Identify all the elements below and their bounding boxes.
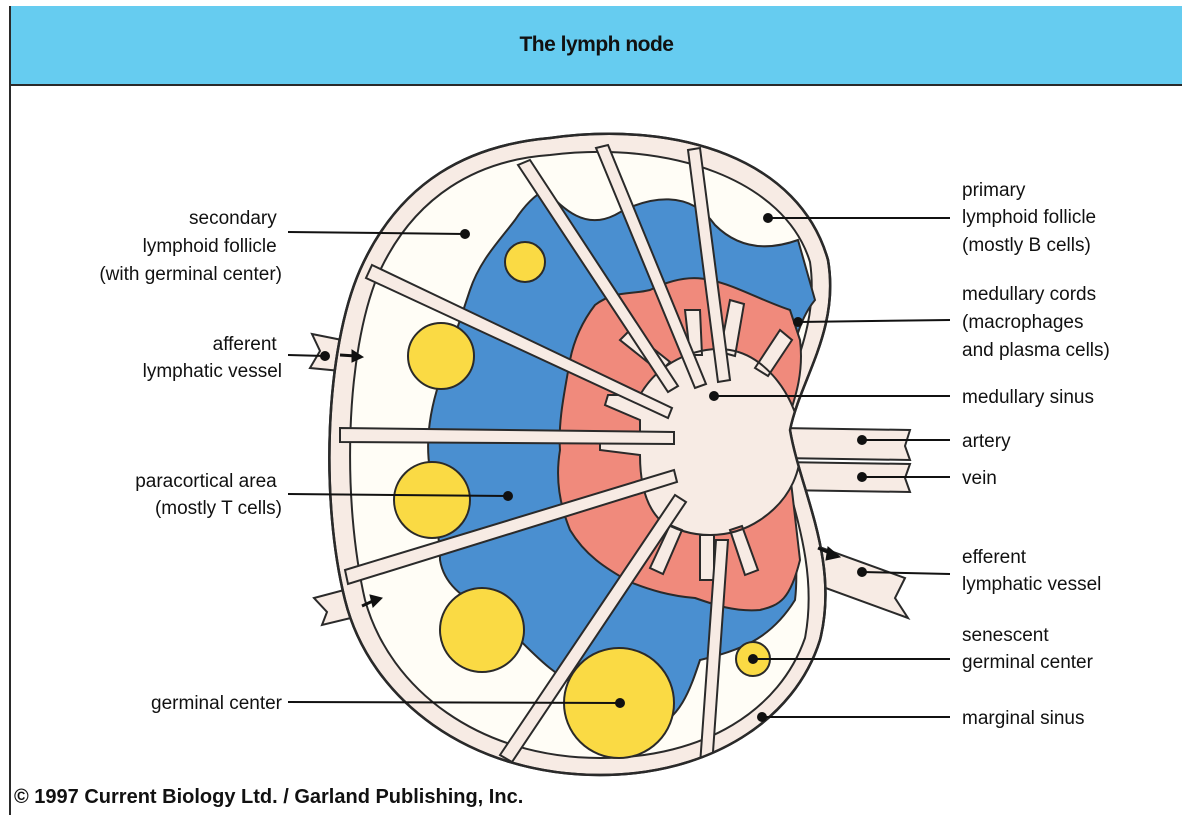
- label-senescent-center: senescent germinal center: [962, 625, 1094, 673]
- label-secondary-follicle: secondary lymphoid follicle (with germin…: [99, 208, 282, 285]
- label-afferent-vessel: afferent lymphatic vessel: [143, 334, 282, 382]
- copyright-notice: © 1997 Current Biology Ltd. / Garland Pu…: [14, 786, 523, 809]
- label-paracortical-area: paracortical area (mostly T cells): [135, 471, 282, 519]
- label-vein: vein: [962, 468, 997, 489]
- label-germinal-center: germinal center: [151, 693, 283, 714]
- label-medullary-cords: medullary cords (macrophages and plasma …: [962, 284, 1110, 361]
- label-medullary-sinus: medullary sinus: [962, 387, 1094, 408]
- label-primary-follicle: primary lymphoid follicle (mostly B cell…: [962, 180, 1101, 256]
- label-marginal-sinus: marginal sinus: [962, 708, 1085, 729]
- artery-vessel: [780, 428, 910, 460]
- label-efferent-vessel: efferent lymphatic vessel: [962, 547, 1101, 595]
- label-artery: artery: [962, 431, 1011, 452]
